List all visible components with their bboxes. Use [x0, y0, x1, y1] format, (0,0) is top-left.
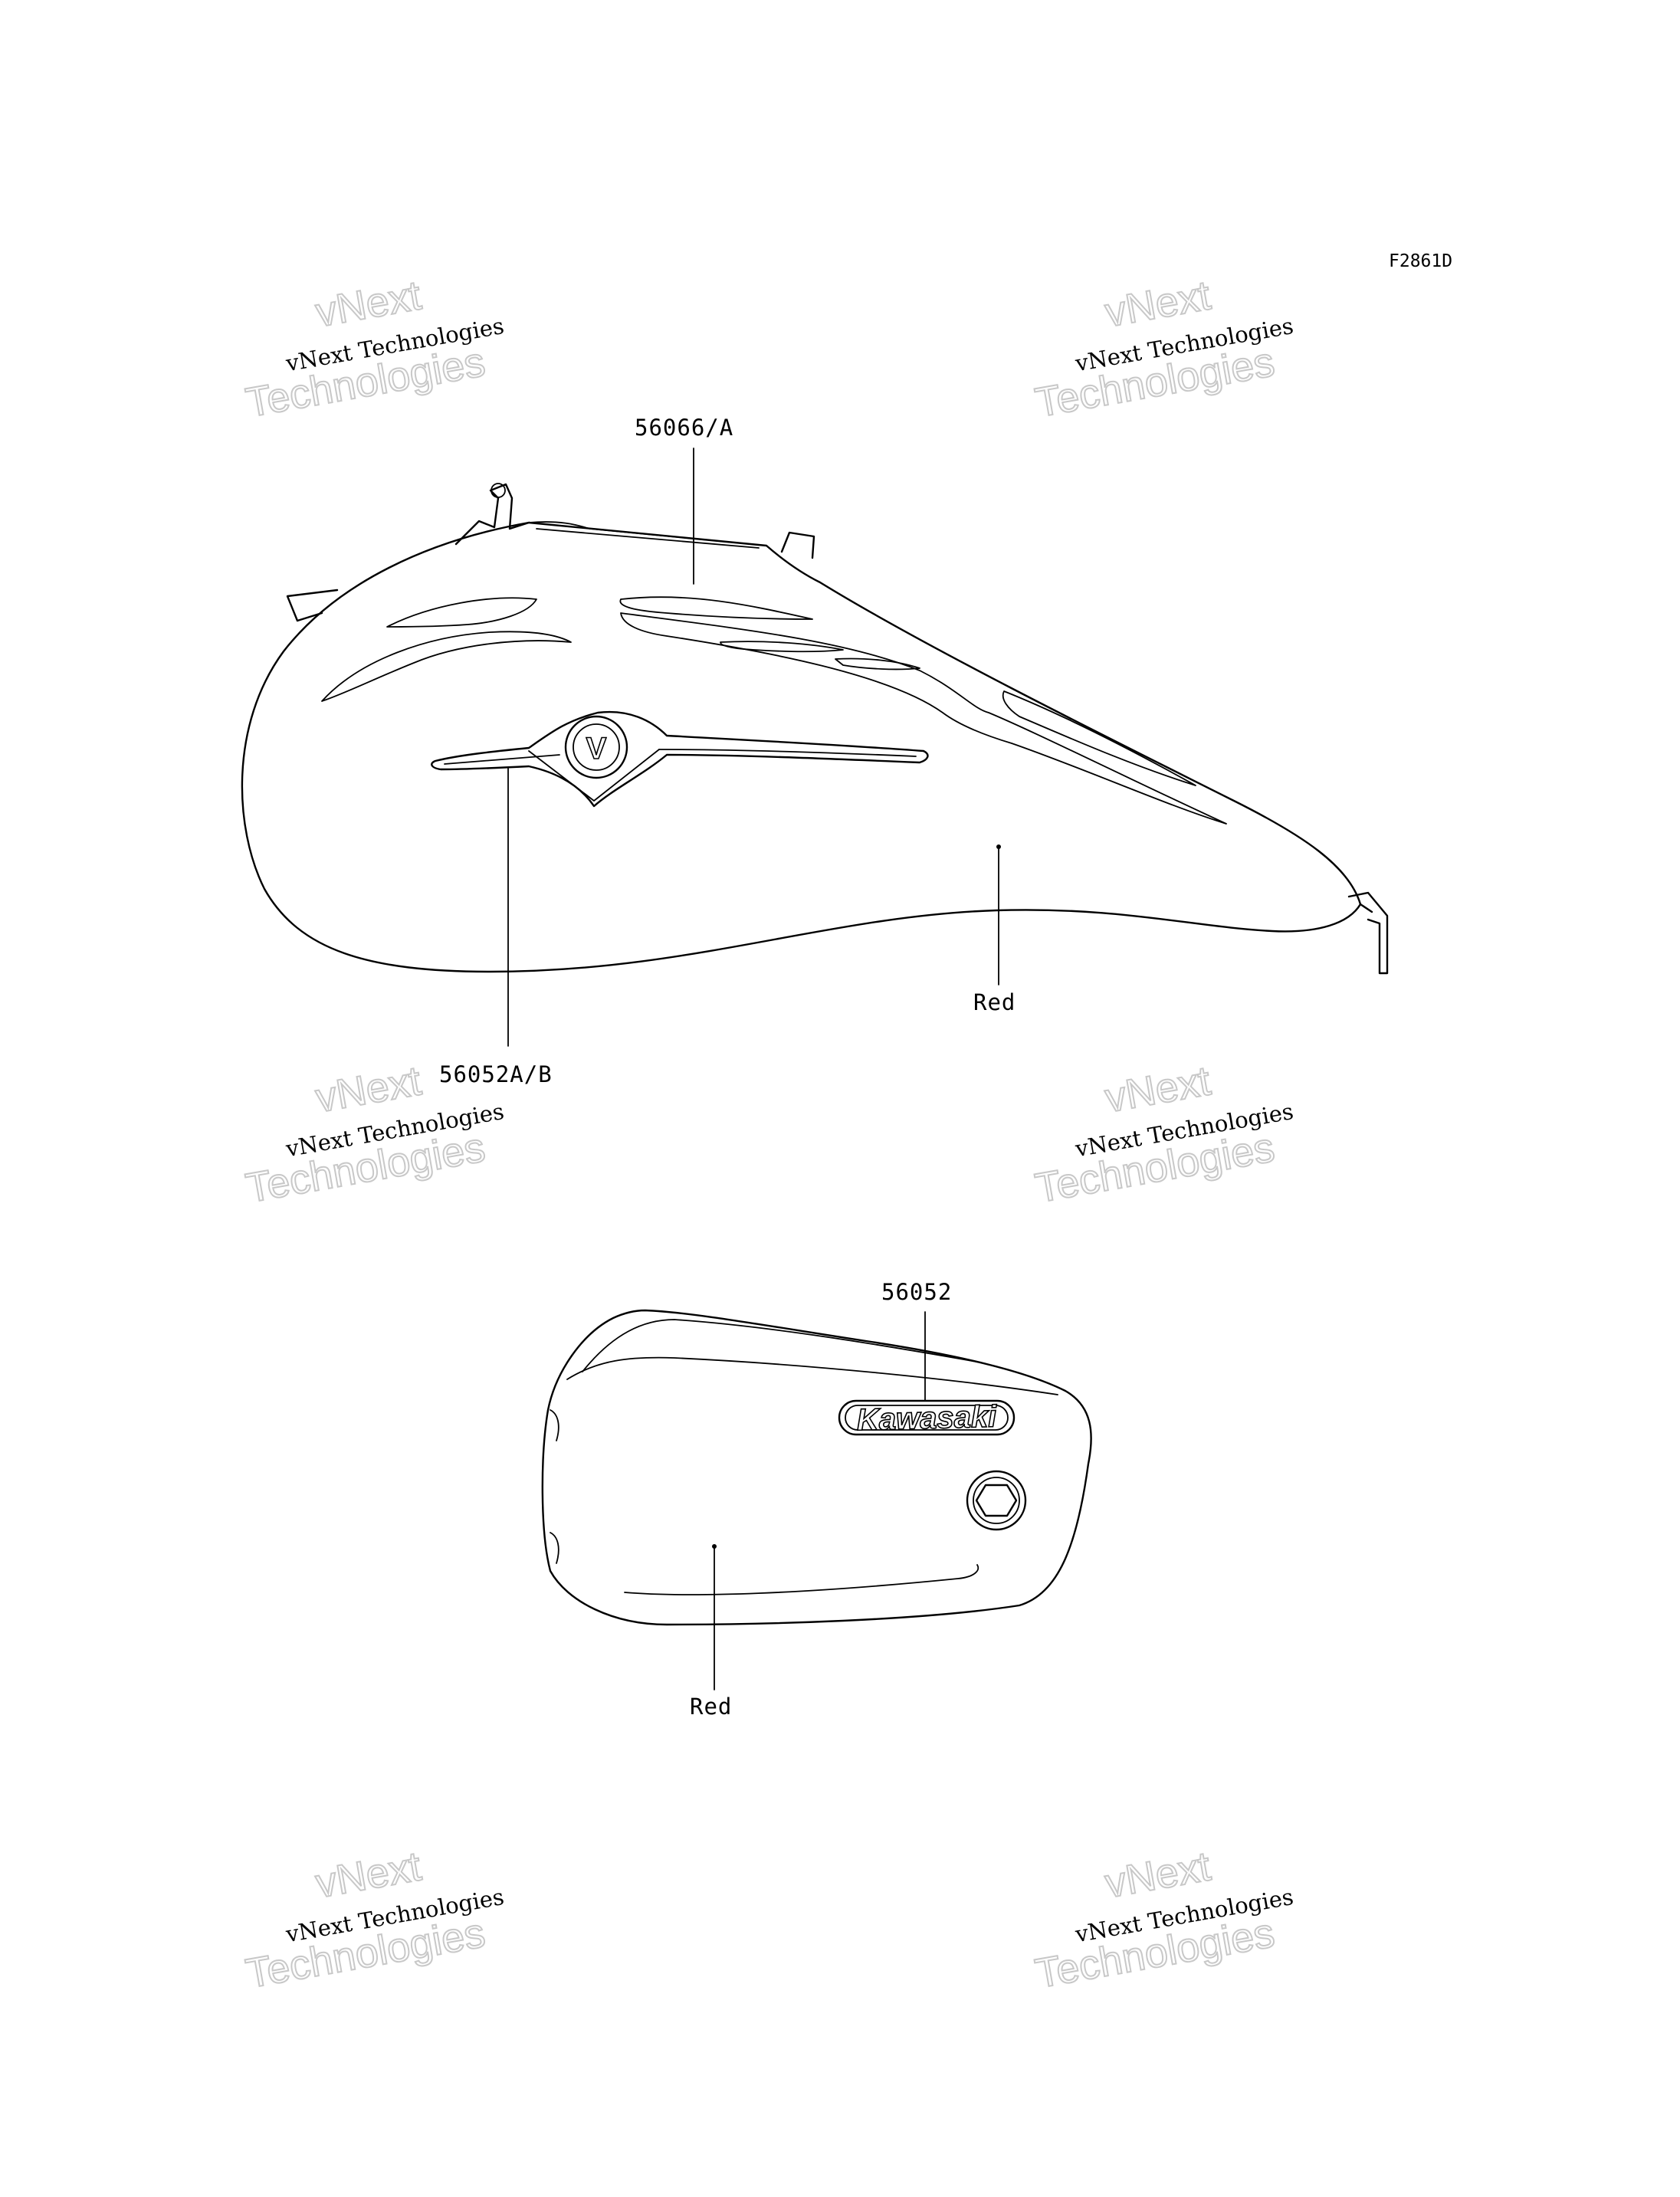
callout-56052ab: 56052A/B [439, 1061, 553, 1087]
watermark-5: vNext vNext Technologies Technologies [241, 1842, 506, 1998]
watermark-brand: vNext [1101, 1058, 1213, 1121]
emblem-letter: V [586, 732, 607, 766]
tank-top-seam-2 [536, 528, 760, 549]
tank-front-tab [780, 531, 815, 559]
tank-stripe-mid [619, 596, 813, 620]
emblem-wing-inner [444, 749, 917, 765]
watermark-brand: vNext [1101, 272, 1213, 336]
tank-v-emblem: V [431, 710, 929, 808]
callout-tank-red: Red [973, 989, 1016, 1015]
tank-outline [241, 521, 1362, 973]
emblem-wing [431, 710, 929, 808]
kawasaki-badge: Kawasaki [838, 1399, 1016, 1438]
watermark-brand: vNext [1101, 1843, 1213, 1907]
kawasaki-logo: Kawasaki [856, 1400, 997, 1438]
badge-outer [838, 1399, 1016, 1436]
badge-inner [845, 1405, 1009, 1431]
cover-bolt-hex [975, 1484, 1018, 1517]
watermark-2: vNext vNext Technologies Technologies [1031, 271, 1295, 427]
tank-front-bracket [1347, 891, 1389, 975]
tank-stripe-front [1002, 690, 1196, 786]
cover-left-notch-top [550, 1409, 559, 1441]
emblem-ring-outer [564, 715, 628, 779]
cover-bolt-ring [973, 1477, 1020, 1524]
tank-rear-tab [286, 589, 339, 622]
watermark-brand: vNext [312, 1058, 424, 1121]
tank-stripe-sweep [321, 631, 572, 702]
cover-bolt-grommet [966, 1470, 1027, 1531]
tank-filler-bracket [454, 483, 530, 546]
watermark-6: vNext vNext Technologies Technologies [1031, 1842, 1295, 1998]
tank-top-seam [528, 521, 767, 546]
watermark-4: vNext vNext Technologies Technologies [1031, 1057, 1295, 1212]
tank-stripe-lower [720, 641, 844, 653]
fuel-tank: V [241, 483, 1389, 975]
watermark-brand: vNext [312, 272, 424, 336]
cover-top-edge [566, 1356, 1058, 1395]
cover-bottom-groove [624, 1564, 979, 1595]
callout-56066: 56066/A [635, 415, 733, 441]
figure-code: F2861D [1389, 251, 1452, 271]
watermark-brand: vNext [312, 1843, 424, 1907]
side-cover: Kawasaki [541, 1309, 1092, 1626]
callout-56052: 56052 [881, 1279, 952, 1305]
tank-stripe-upper [386, 597, 537, 628]
cover-top-bevel [582, 1319, 982, 1372]
cover-left-notch-bottom [550, 1532, 559, 1564]
tank-stripe-tail [835, 657, 920, 671]
cover-outline [541, 1309, 1092, 1626]
emblem-ring-inner [573, 723, 620, 771]
tank-stripe-long [620, 612, 1227, 825]
tank-filler-bolt [491, 483, 506, 498]
callout-cover-red: Red [690, 1694, 732, 1720]
emblem-v-shape [528, 749, 660, 802]
watermark-1: vNext vNext Technologies Technologies [241, 271, 506, 427]
